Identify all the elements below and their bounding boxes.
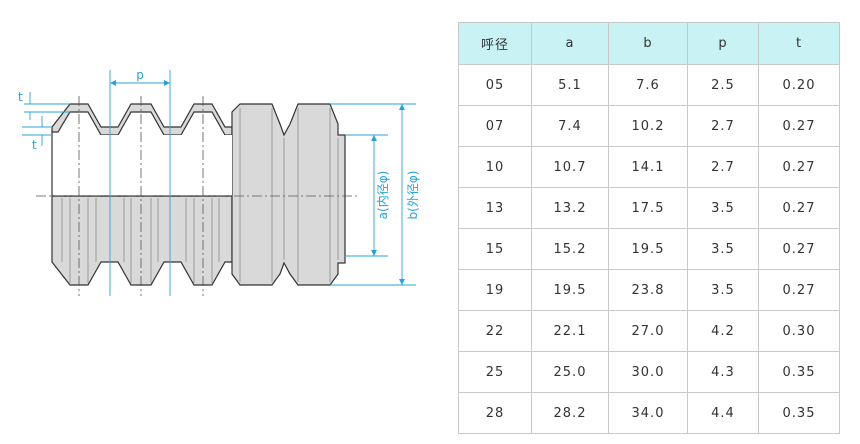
cell-t: 0.30 bbox=[758, 310, 840, 352]
cell-nominal: 25 bbox=[458, 351, 532, 393]
spec-table: 呼径 a b p t 05 5.1 7.6 2.5 0.20 07 7.4 10… bbox=[458, 22, 840, 434]
header-a: a bbox=[531, 22, 609, 65]
cell-t: 0.27 bbox=[758, 105, 840, 147]
cell-t: 0.27 bbox=[758, 146, 840, 188]
cell-t: 0.35 bbox=[758, 351, 840, 393]
outer-diameter-label: b(外径φ) bbox=[406, 171, 420, 220]
cell-b: 10.2 bbox=[608, 105, 688, 147]
inner-diameter-label: a(内径φ) bbox=[376, 171, 390, 220]
cell-t: 0.27 bbox=[758, 228, 840, 270]
cell-b: 17.5 bbox=[608, 187, 688, 229]
inner-diameter-dimension bbox=[345, 134, 388, 257]
table-row: 28 28.2 34.0 4.4 0.35 bbox=[458, 392, 840, 434]
header-p: p bbox=[687, 22, 759, 65]
cell-p: 4.2 bbox=[687, 310, 759, 352]
cell-p: 3.5 bbox=[687, 228, 759, 270]
cell-nominal: 22 bbox=[458, 310, 532, 352]
cell-nominal: 19 bbox=[458, 269, 532, 311]
cell-nominal: 13 bbox=[458, 187, 532, 229]
cell-nominal: 28 bbox=[458, 392, 532, 434]
bellows-outer-view bbox=[231, 103, 346, 286]
table-row: 10 10.7 14.1 2.7 0.27 bbox=[458, 146, 840, 188]
cell-t: 0.27 bbox=[758, 269, 840, 311]
cell-nominal: 15 bbox=[458, 228, 532, 270]
table-row: 15 15.2 19.5 3.5 0.27 bbox=[458, 228, 840, 270]
cell-b: 23.8 bbox=[608, 269, 688, 311]
cell-nominal: 07 bbox=[458, 105, 532, 147]
bellows-diagram: p t t a(内径φ) b(外径φ) bbox=[18, 68, 420, 296]
table-row: 05 5.1 7.6 2.5 0.20 bbox=[458, 64, 840, 106]
cell-a: 19.5 bbox=[531, 269, 609, 311]
header-b: b bbox=[608, 22, 688, 65]
shading-lines bbox=[61, 108, 339, 283]
table-row: 22 22.1 27.0 4.2 0.30 bbox=[458, 310, 840, 352]
table-row: 19 19.5 23.8 3.5 0.27 bbox=[458, 269, 840, 311]
cell-a: 10.7 bbox=[531, 146, 609, 188]
cell-nominal: 05 bbox=[458, 64, 532, 106]
cell-a: 28.2 bbox=[531, 392, 609, 434]
table-row: 13 13.2 17.5 3.5 0.27 bbox=[458, 187, 840, 229]
cell-b: 19.5 bbox=[608, 228, 688, 270]
cell-a: 13.2 bbox=[531, 187, 609, 229]
cell-b: 34.0 bbox=[608, 392, 688, 434]
cell-b: 14.1 bbox=[608, 146, 688, 188]
cell-b: 7.6 bbox=[608, 64, 688, 106]
thickness-label-bottom: t bbox=[32, 138, 37, 152]
thickness-label-top: t bbox=[18, 90, 23, 104]
cell-a: 15.2 bbox=[531, 228, 609, 270]
pitch-label: p bbox=[136, 68, 144, 82]
cell-nominal: 10 bbox=[458, 146, 532, 188]
header-nominal: 呼径 bbox=[458, 22, 532, 65]
table-header-row: 呼径 a b p t bbox=[458, 22, 840, 65]
cell-p: 2.7 bbox=[687, 105, 759, 147]
cell-p: 3.5 bbox=[687, 269, 759, 311]
cell-p: 4.4 bbox=[687, 392, 759, 434]
cell-t: 0.27 bbox=[758, 187, 840, 229]
cell-p: 3.5 bbox=[687, 187, 759, 229]
table-row: 25 25.0 30.0 4.3 0.35 bbox=[458, 351, 840, 393]
center-lines bbox=[36, 96, 360, 296]
cell-p: 2.5 bbox=[687, 64, 759, 106]
cell-a: 7.4 bbox=[531, 105, 609, 147]
thickness-dimension bbox=[22, 92, 70, 146]
header-t: t bbox=[758, 22, 840, 65]
pitch-dimension bbox=[109, 70, 171, 296]
table-row: 07 7.4 10.2 2.7 0.27 bbox=[458, 105, 840, 147]
outer-diameter-dimension bbox=[330, 103, 416, 286]
cell-b: 30.0 bbox=[608, 351, 688, 393]
cell-p: 2.7 bbox=[687, 146, 759, 188]
cell-t: 0.35 bbox=[758, 392, 840, 434]
cell-a: 22.1 bbox=[531, 310, 609, 352]
cell-p: 4.3 bbox=[687, 351, 759, 393]
cell-b: 27.0 bbox=[608, 310, 688, 352]
cell-t: 0.20 bbox=[758, 64, 840, 106]
cell-a: 5.1 bbox=[531, 64, 609, 106]
inner-bore bbox=[52, 135, 232, 196]
cell-a: 25.0 bbox=[531, 351, 609, 393]
